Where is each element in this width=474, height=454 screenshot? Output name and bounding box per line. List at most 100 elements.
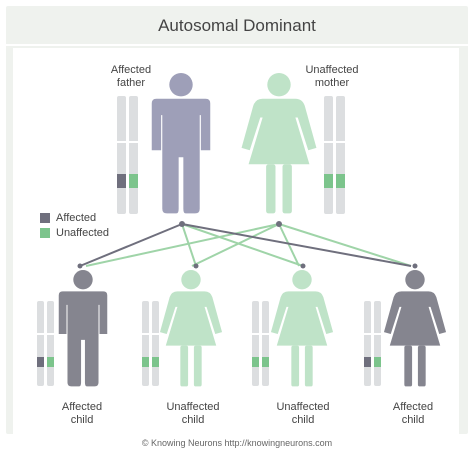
- chromosome: [47, 301, 54, 386]
- chromosome: [129, 96, 138, 214]
- allele-band: [374, 357, 381, 367]
- chromosome: [374, 301, 381, 386]
- right-leg: [417, 345, 426, 387]
- father-chromosomes: [117, 96, 138, 214]
- chromosome: [37, 301, 44, 386]
- father-figure: [151, 73, 211, 214]
- left-leg: [291, 345, 300, 387]
- legend-label-unaffected: Unaffected: [56, 226, 110, 239]
- legend-item-affected: Affected: [40, 210, 109, 225]
- child-1-figure: [58, 270, 108, 387]
- head: [181, 270, 201, 290]
- chromosome: [252, 301, 259, 386]
- chromosome: [324, 96, 333, 214]
- child-3-figure: [270, 270, 334, 387]
- chromosome: [142, 301, 149, 386]
- left-leg: [266, 164, 276, 214]
- allele-band: [364, 357, 371, 367]
- head: [73, 270, 93, 290]
- child-2-label-line2: child: [181, 414, 205, 426]
- left-leg: [404, 345, 413, 387]
- paternal-line: [79, 223, 183, 267]
- centromere: [364, 333, 371, 335]
- allele-band: [142, 357, 149, 367]
- centromere: [252, 333, 259, 335]
- junction-dot: [412, 263, 418, 269]
- child-3-label-line2: child: [291, 414, 315, 426]
- credit-line: © Knowing Neurons http://knowingneurons.…: [141, 438, 333, 448]
- allele-band: [152, 357, 159, 367]
- maternal-line: [278, 223, 300, 267]
- child-3-chromosomes: [252, 301, 269, 386]
- centromere: [262, 333, 269, 335]
- child-4-figure: [383, 270, 447, 387]
- head: [267, 73, 291, 97]
- father-label: Affected father: [106, 64, 156, 90]
- child-2-chromosomes: [142, 301, 159, 386]
- allele-band: [252, 357, 259, 367]
- right-leg: [282, 164, 292, 214]
- dress: [159, 291, 223, 346]
- child-2-label: Unaffected child: [160, 401, 226, 427]
- legend: Affected Unaffected: [40, 210, 109, 240]
- child-4-label: Affected child: [383, 401, 443, 427]
- mother-label-line1: Unaffected: [305, 64, 359, 76]
- child-1-chromosomes: [37, 301, 54, 386]
- allele-band: [37, 357, 44, 367]
- dress: [241, 98, 317, 165]
- junction-dot: [276, 221, 282, 227]
- centromere: [374, 333, 381, 335]
- centromere: [117, 141, 126, 143]
- child-4-label-line1: Affected: [392, 401, 434, 413]
- dress: [383, 291, 447, 346]
- junction-dot: [300, 263, 306, 269]
- centromere: [324, 141, 333, 143]
- legend-item-unaffected: Unaffected: [40, 225, 109, 240]
- body: [58, 291, 108, 387]
- legend-swatch-unaffected: [40, 227, 50, 238]
- dress: [270, 291, 334, 346]
- centromere: [37, 333, 44, 335]
- centromere: [142, 333, 149, 335]
- chromosome: [152, 301, 159, 386]
- maternal-line: [278, 223, 412, 267]
- maternal-line: [85, 223, 280, 267]
- diagram-frame: Autosomal Dominant: [6, 6, 468, 435]
- chromosome: [117, 96, 126, 214]
- centromere: [152, 333, 159, 335]
- mother-chromosomes: [324, 96, 345, 214]
- chromosome: [336, 96, 345, 214]
- child-3-label-line1: Unaffected: [276, 401, 330, 413]
- mother-label: Unaffected mother: [302, 64, 362, 90]
- head: [405, 270, 425, 290]
- centromere: [129, 141, 138, 143]
- paternal-line: [181, 223, 197, 267]
- allele-band: [129, 174, 138, 188]
- child-1-label: Affected child: [52, 401, 112, 427]
- child-1-label-line1: Affected: [61, 401, 103, 413]
- head: [169, 73, 193, 97]
- allele-band: [336, 174, 345, 188]
- title-divider: [6, 44, 468, 46]
- legend-label-affected: Affected: [56, 211, 97, 224]
- centromere: [336, 141, 345, 143]
- diagram-title: Autosomal Dominant: [158, 16, 316, 35]
- junction-dot: [193, 263, 199, 269]
- body: [151, 98, 211, 214]
- child-3-label: Unaffected child: [270, 401, 336, 427]
- allele-band: [117, 174, 126, 188]
- junction-dot: [77, 263, 83, 269]
- left-leg: [180, 345, 189, 387]
- inheritance-lines: [77, 221, 418, 269]
- paternal-line: [181, 223, 304, 267]
- chromosome: [364, 301, 371, 386]
- mother-label-line2: mother: [314, 77, 350, 89]
- allele-band: [47, 357, 54, 367]
- legend-swatch-affected: [40, 212, 50, 223]
- allele-band: [324, 174, 333, 188]
- centromere: [47, 333, 54, 335]
- paternal-line: [181, 223, 412, 267]
- child-2-label-line1: Unaffected: [166, 401, 220, 413]
- junction-dot: [179, 221, 185, 227]
- allele-band: [262, 357, 269, 367]
